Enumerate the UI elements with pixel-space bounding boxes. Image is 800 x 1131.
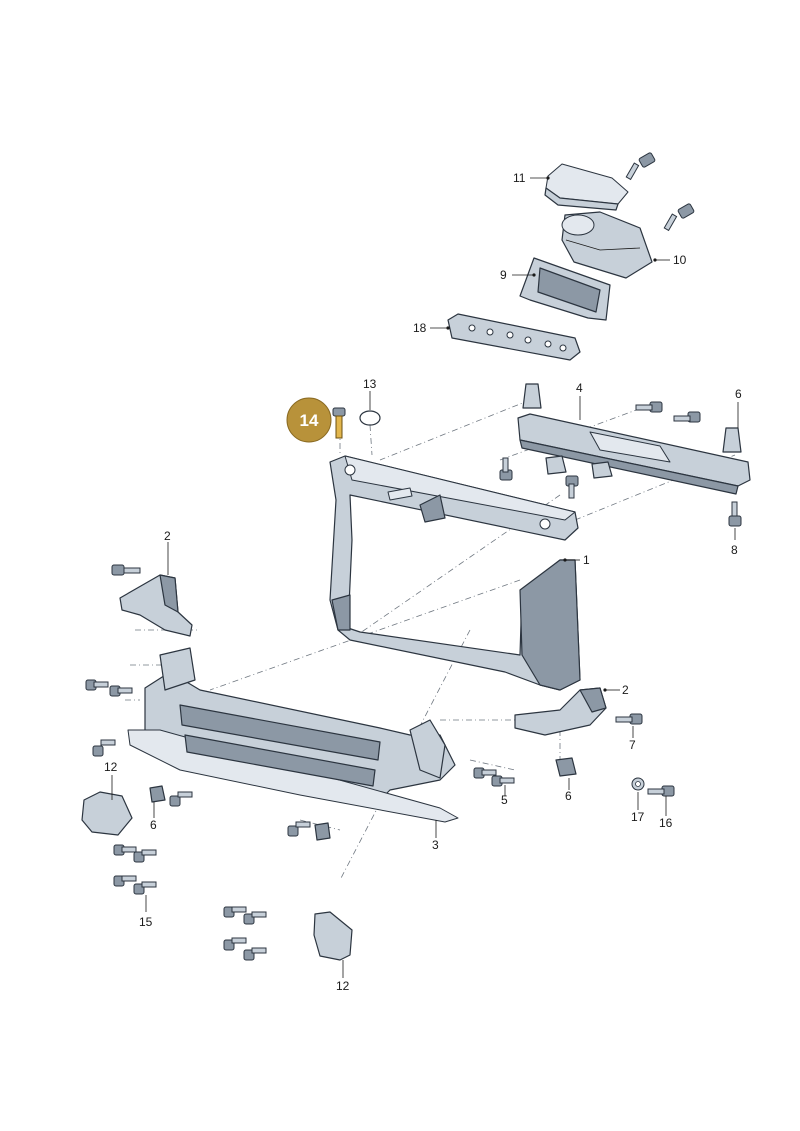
callout-labels: 11 10 9 18 13 4 6 8 1 2 2 7 5 6 3 6 12 1… <box>104 171 742 993</box>
callout-12-bottom: 12 <box>336 979 350 993</box>
clip-6-left <box>149 785 166 803</box>
callout-6-upper: 6 <box>735 387 742 401</box>
bolts-upper <box>499 401 742 527</box>
callout-12-left: 12 <box>104 760 118 774</box>
bracket-left <box>119 574 193 637</box>
clip-6-upper <box>722 427 742 453</box>
highlighted-bolt-14 <box>332 407 346 439</box>
bolt-group-lower <box>85 679 675 961</box>
leader-dots <box>446 176 657 692</box>
callout-11: 11 <box>513 171 526 185</box>
part-14-badge[interactable]: 14 <box>286 397 332 443</box>
callout-2-left: 2 <box>164 529 171 543</box>
callout-5: 5 <box>501 793 508 807</box>
callout-6-right: 6 <box>565 789 572 803</box>
bumper-carrier <box>127 647 459 823</box>
air-duct-cover <box>544 163 629 211</box>
air-duct <box>561 211 653 279</box>
deflector-left <box>81 791 133 836</box>
callout-16: 16 <box>659 816 673 830</box>
callout-4: 4 <box>576 381 583 395</box>
seal-gasket <box>447 313 581 361</box>
callout-3: 3 <box>432 838 439 852</box>
clip-6-right <box>555 757 577 777</box>
clip-4 <box>522 383 542 409</box>
callout-6-left: 6 <box>150 818 157 832</box>
callout-2-right: 2 <box>622 683 629 697</box>
leader-lines <box>111 177 739 978</box>
part-14-label: 14 <box>300 411 319 430</box>
callout-7: 7 <box>629 738 636 752</box>
clip-bottom <box>314 822 331 841</box>
callout-13: 13 <box>363 377 377 391</box>
callout-1: 1 <box>583 553 590 567</box>
sealing-ring <box>359 410 381 426</box>
callout-9: 9 <box>500 268 507 282</box>
callout-8: 8 <box>731 543 738 557</box>
duct-bracket <box>519 257 611 321</box>
bracket-right <box>514 687 607 736</box>
callout-18: 18 <box>413 321 427 335</box>
bolt-10 <box>663 203 695 232</box>
lock-carrier <box>329 455 581 691</box>
deflector-bottom <box>313 911 353 961</box>
bolt-11 <box>625 152 656 181</box>
clips-row <box>545 455 613 479</box>
callout-17: 17 <box>631 810 645 824</box>
callout-15: 15 <box>139 915 153 929</box>
callout-10: 10 <box>673 253 687 267</box>
bolt-left-bracket <box>111 564 141 576</box>
upper-cross-member <box>517 413 751 495</box>
